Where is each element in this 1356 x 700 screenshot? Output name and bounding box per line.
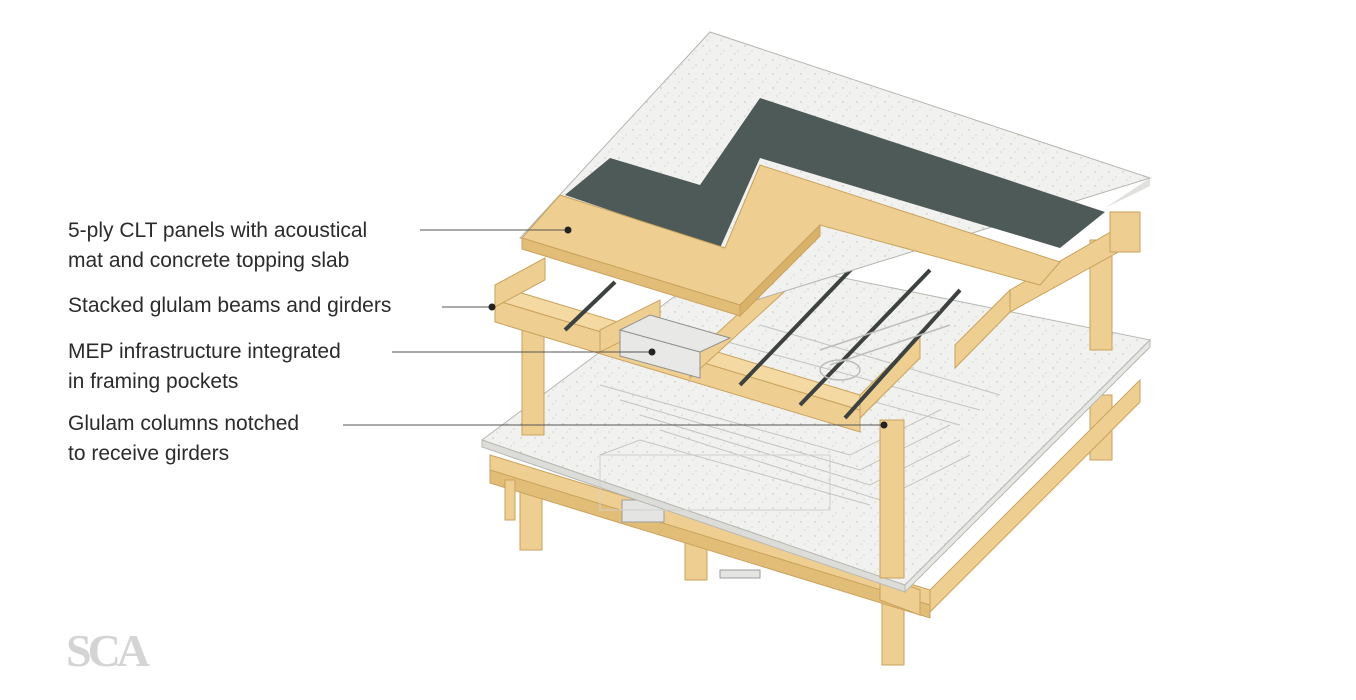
label-beams-line-1: Stacked glulam beams and girders <box>68 294 392 317</box>
label-glulam-beams: Stacked glulam beams and girders <box>68 291 391 321</box>
leader-lines <box>343 229 884 426</box>
label-glulam-columns: Glulam columns notched to receive girder… <box>68 409 299 469</box>
upper-mep-ducts <box>563 258 962 420</box>
sca-logo: SCA <box>66 626 154 670</box>
clt-panels <box>521 164 1061 318</box>
label-mep-line-2: in framing pockets <box>68 370 239 393</box>
logo-text: SCA <box>66 626 150 670</box>
label-clt-line-2: mat and concrete topping slab <box>68 249 350 272</box>
leader-dots <box>488 226 888 429</box>
middle-columns <box>521 239 1113 579</box>
label-columns-line-1: Glulam columns notched <box>68 412 300 435</box>
mep-duct-box <box>618 314 732 379</box>
label-columns-line-2: to receive girders <box>68 442 230 465</box>
mep-cable-trays <box>819 309 951 381</box>
label-mep-line-1: MEP infrastructure integrated <box>68 340 341 363</box>
label-clt-line-1: 5-ply CLT panels with acoustical <box>68 219 368 242</box>
label-clt-panels: 5-ply CLT panels with acoustical mat and… <box>68 216 367 276</box>
label-mep: MEP infrastructure integrated in framing… <box>68 337 341 397</box>
acoustic-mat <box>565 98 1105 248</box>
